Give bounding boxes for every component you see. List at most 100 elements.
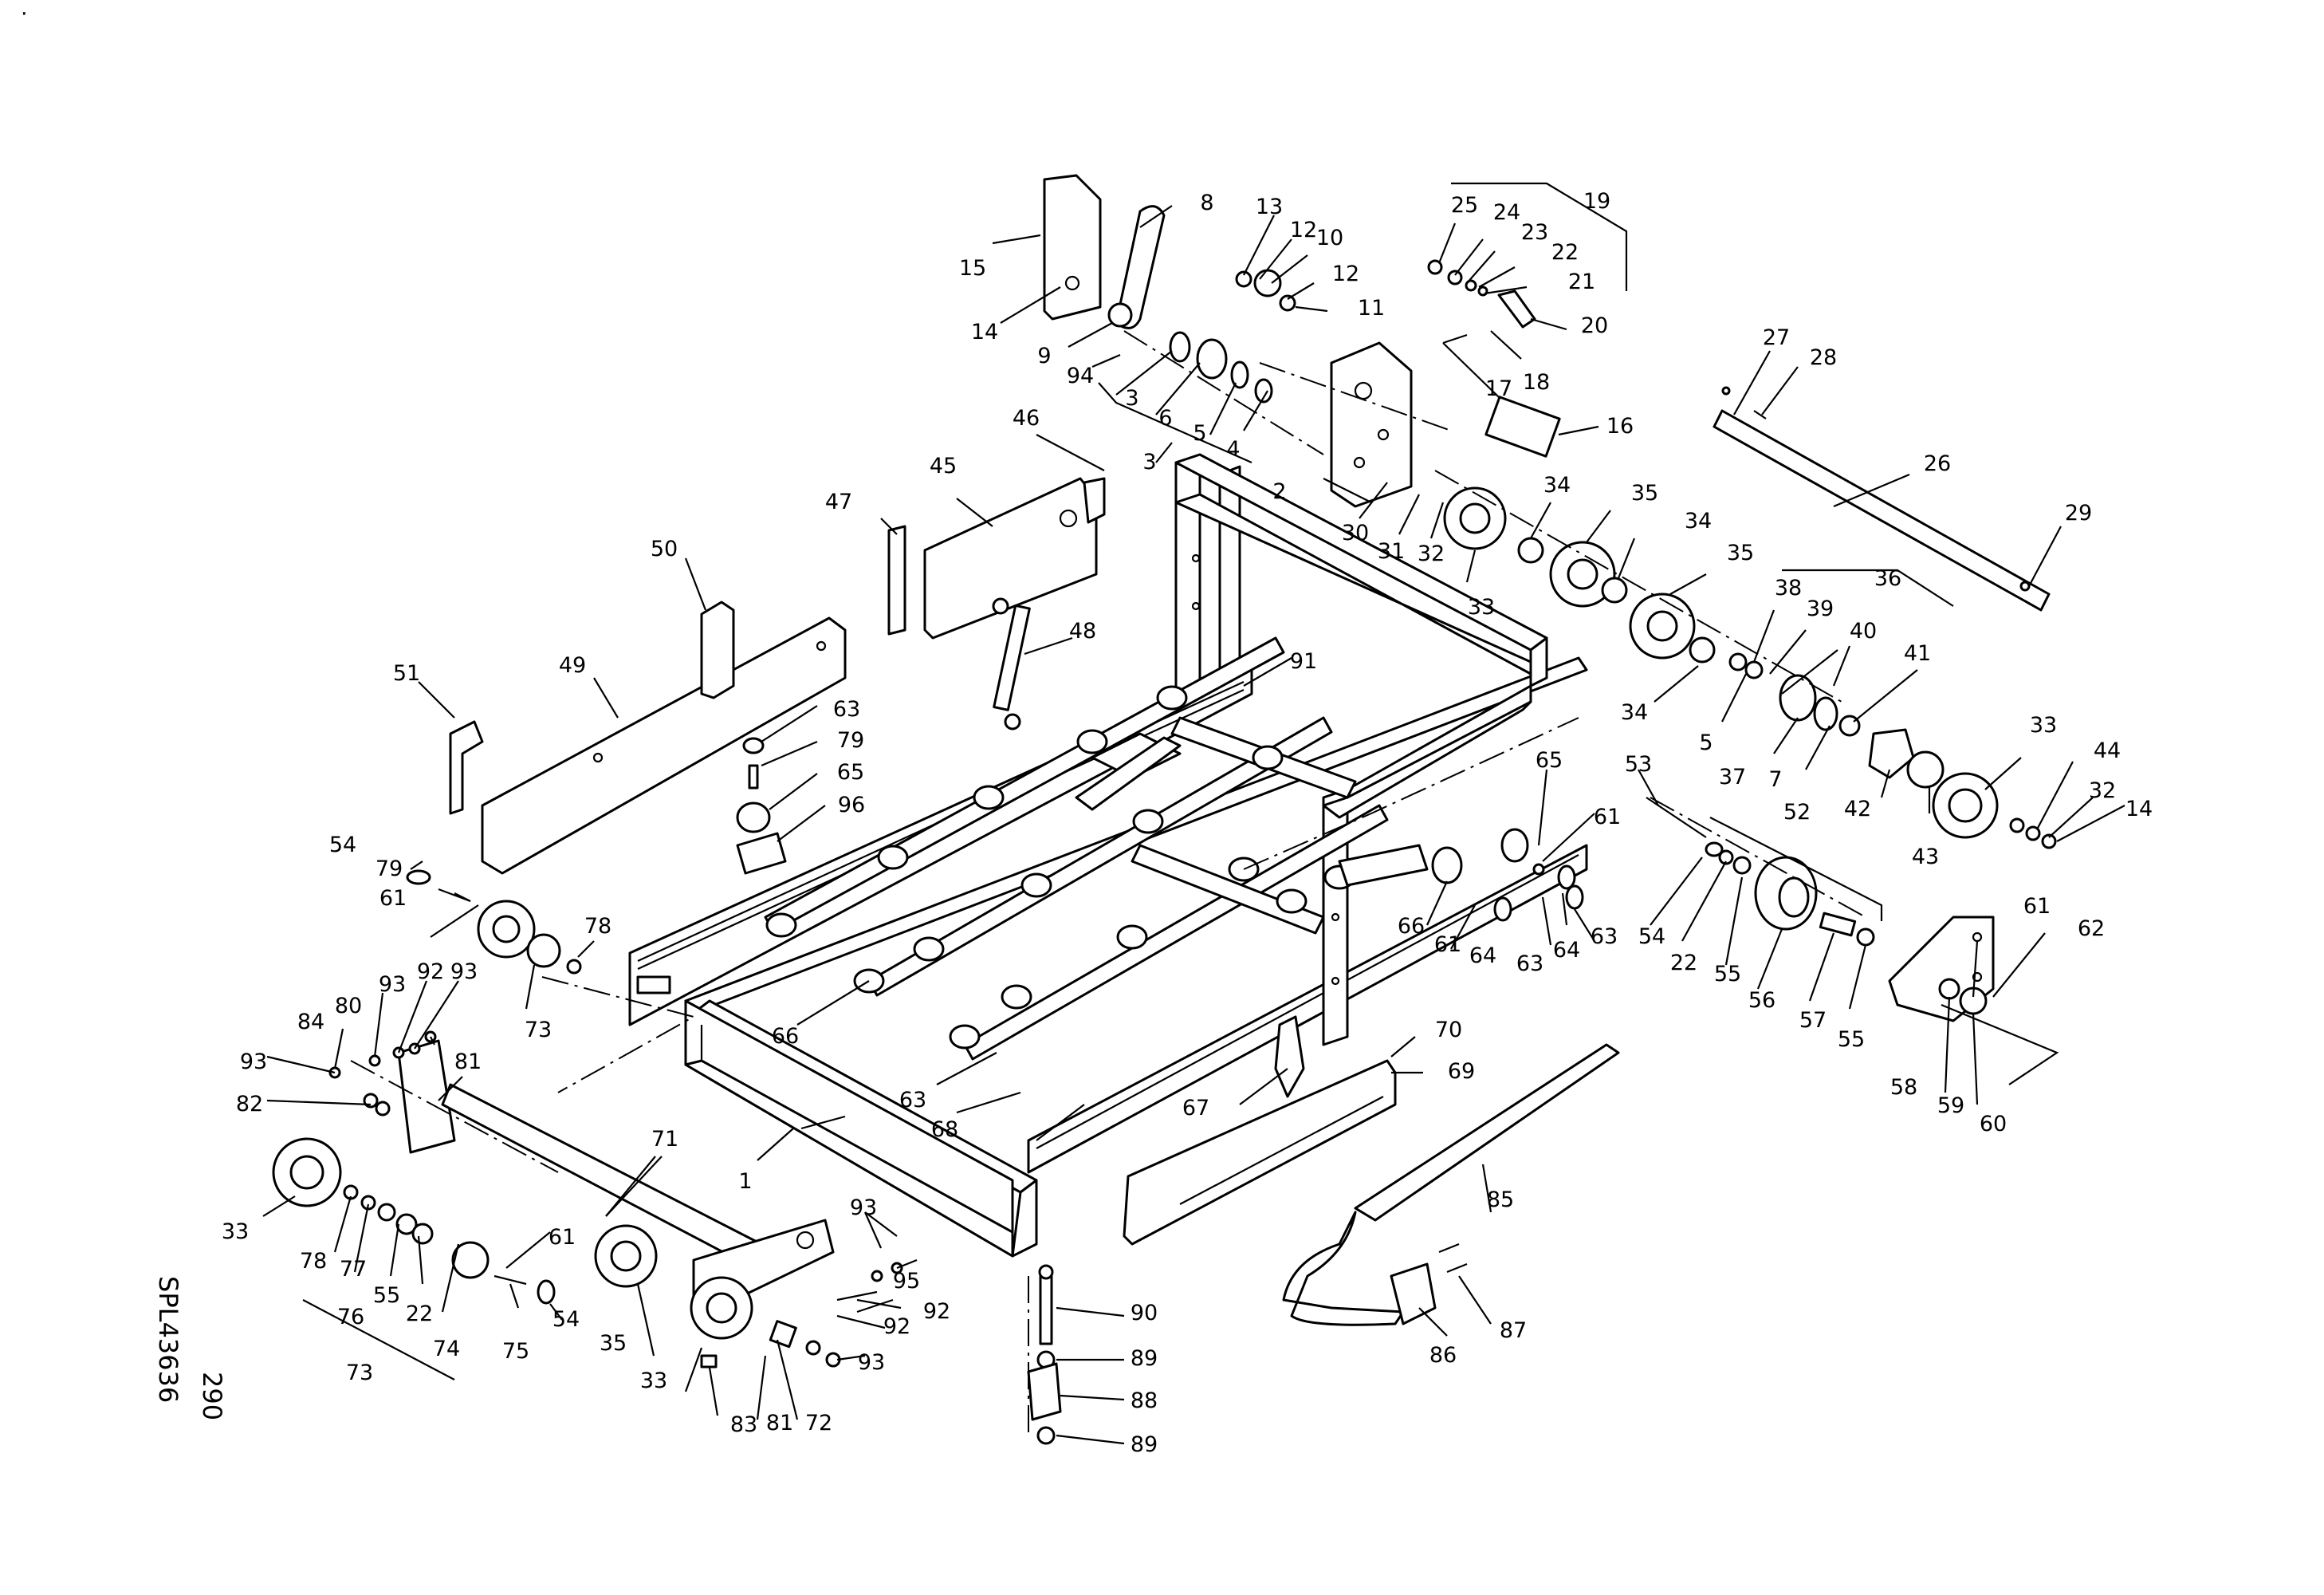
gas-spring-48 [993, 604, 1031, 711]
callout-70: 70 [1435, 1018, 1462, 1042]
roller-bar-3 [1131, 844, 1325, 935]
callout-34: 34 [1621, 700, 1648, 725]
callout-63: 63 [1591, 924, 1618, 949]
callout-87: 87 [1500, 1318, 1527, 1343]
callout-11: 11 [1358, 296, 1385, 321]
callout-34: 34 [1543, 473, 1571, 498]
callout-31: 31 [1378, 539, 1405, 564]
callout-33: 33 [222, 1219, 249, 1244]
callout-92: 92 [923, 1299, 950, 1324]
bracket-81 [397, 1039, 456, 1154]
corner-mark: · [21, 2, 28, 26]
callout-3: 3 [1142, 450, 1156, 475]
callout-94: 94 [1067, 364, 1094, 388]
callout-83: 83 [730, 1412, 757, 1437]
bracket-42 [1868, 728, 1915, 779]
callout-39: 39 [1807, 597, 1834, 621]
callout-26: 26 [1924, 451, 1951, 476]
bracket-47 [887, 525, 906, 636]
pulley-6 [1196, 338, 1228, 380]
gear-10 [1253, 269, 1282, 297]
callout-54: 54 [552, 1307, 580, 1332]
callout-2: 2 [1272, 479, 1286, 504]
callout-68: 68 [931, 1117, 958, 1142]
motor-16 [1484, 396, 1561, 458]
callout-7: 7 [1768, 767, 1782, 792]
shaft-26 [1713, 409, 2051, 612]
callout-80: 80 [335, 994, 362, 1018]
callout-16: 16 [1606, 414, 1634, 439]
callout-43: 43 [1912, 845, 1939, 869]
callout-78: 78 [584, 914, 611, 939]
bracket-50 [700, 601, 735, 699]
callout-5: 5 [1699, 731, 1713, 755]
callout-24: 24 [1493, 200, 1520, 225]
callout-85: 85 [1487, 1187, 1514, 1212]
group-braces [302, 182, 2059, 1380]
callout-76: 76 [337, 1305, 364, 1329]
callout-88: 88 [1131, 1388, 1158, 1413]
bracket-20 [1497, 289, 1536, 329]
callout-52: 52 [1783, 800, 1811, 825]
callout-64: 64 [1553, 938, 1580, 963]
callout-25: 25 [1451, 193, 1478, 218]
callout-36: 36 [1874, 566, 1901, 591]
callout-81: 81 [454, 1050, 482, 1074]
callout-45: 45 [930, 454, 957, 478]
callout-15: 15 [959, 256, 986, 281]
side-panel-49 [481, 616, 847, 875]
callout-84: 84 [297, 1010, 324, 1034]
callout-38: 38 [1775, 576, 1802, 601]
callout-71: 71 [651, 1127, 678, 1152]
callout-49: 49 [559, 653, 586, 678]
callout-75: 75 [502, 1339, 529, 1364]
leader-lines [262, 205, 2125, 1445]
callout-20: 20 [1581, 313, 1608, 338]
bracket-66 [1338, 844, 1429, 887]
callout-81: 81 [766, 1411, 793, 1436]
plate-88 [1027, 1362, 1062, 1421]
callout-59: 59 [1937, 1093, 1964, 1118]
callout-19: 19 [1583, 189, 1610, 214]
callout-54: 54 [1638, 924, 1665, 949]
callout-12: 12 [1332, 262, 1359, 286]
callout-63: 63 [1516, 951, 1543, 976]
callout-29: 29 [2065, 501, 2092, 526]
callout-51: 51 [393, 661, 420, 686]
callout-67: 67 [1182, 1096, 1209, 1120]
callout-53: 53 [1625, 752, 1652, 777]
callout-65: 65 [1536, 748, 1563, 773]
callout-48: 48 [1069, 619, 1096, 644]
sheet-number: 290 [197, 1372, 227, 1420]
callout-34: 34 [1685, 509, 1712, 534]
callout-1: 1 [738, 1169, 752, 1194]
callout-64: 64 [1469, 943, 1496, 968]
callout-32: 32 [1418, 542, 1445, 566]
callout-93: 93 [240, 1050, 267, 1074]
drive-assembly [1043, 174, 2057, 849]
callout-74: 74 [433, 1337, 460, 1361]
callout-55: 55 [1838, 1027, 1865, 1052]
callout-35: 35 [1631, 481, 1658, 506]
callout-32: 32 [2089, 778, 2116, 803]
callout-93: 93 [858, 1350, 885, 1375]
side-panel-45 [923, 477, 1098, 640]
plate-86 [1390, 1262, 1437, 1325]
callout-22: 22 [1670, 951, 1697, 975]
callout-57: 57 [1799, 1008, 1827, 1033]
callout-61: 61 [1434, 932, 1461, 957]
bracket-51 [449, 720, 484, 815]
axis-lines [350, 330, 1866, 1436]
callout-22: 22 [406, 1302, 433, 1326]
bushing-65 [736, 801, 771, 833]
callout-95: 95 [893, 1269, 920, 1294]
callout-90: 90 [1131, 1301, 1158, 1325]
rod-90 [1039, 1270, 1053, 1345]
callout-79: 79 [376, 857, 403, 881]
callout-13: 13 [1256, 195, 1283, 219]
callout-56: 56 [1748, 988, 1775, 1013]
callout-92: 92 [883, 1314, 910, 1339]
lever-67 [1274, 1015, 1305, 1098]
callout-66: 66 [772, 1024, 799, 1049]
callout-14: 14 [971, 320, 998, 345]
